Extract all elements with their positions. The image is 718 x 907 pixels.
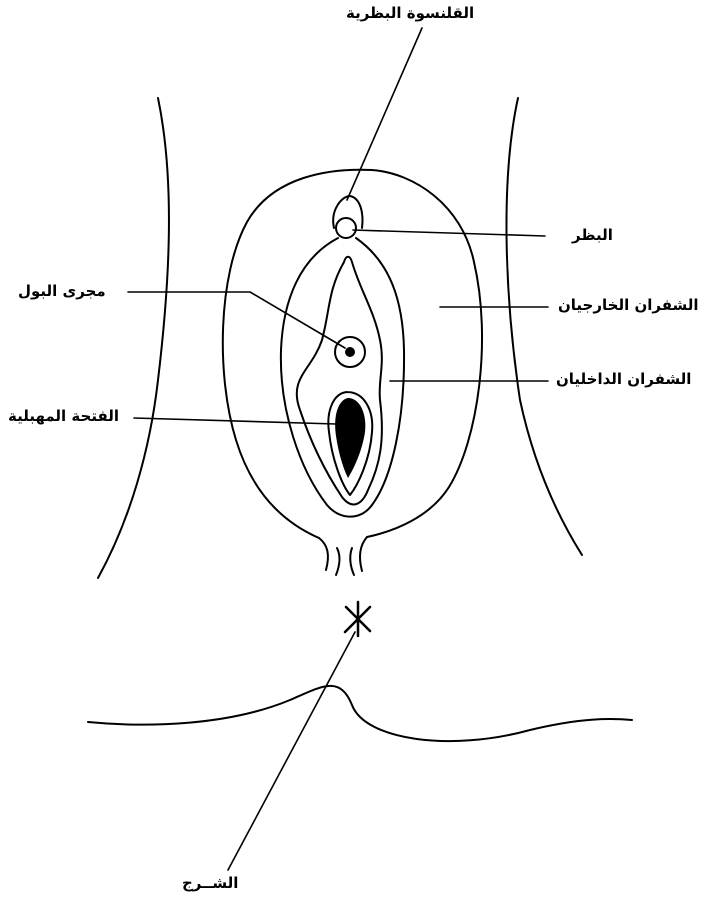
lower-fold-left-inner [336,548,340,575]
vaginal-opening-fill [335,398,365,478]
label-clitoris: البظر [572,228,613,243]
urethral-opening-leader [128,292,345,348]
anus-symbol [345,602,370,636]
label-clitoral-hood: القلنسوة البظرية [346,6,474,21]
labia-minora-inner [297,257,382,505]
anus-leader [228,632,355,870]
label-vaginal-opening: الفتحة المهبلية [8,409,119,424]
lower-fold-right-inner [350,548,354,575]
buttocks-line [88,686,632,741]
vaginal-opening-leader [134,418,336,424]
label-anus: الشــرج [182,876,238,891]
label-labia-majora: الشفران الخارجيان [558,298,699,313]
left-thigh-line [98,98,169,578]
labia-minora-outer [281,238,404,517]
clitoris-leader [353,230,545,236]
clitoral-hood-leader [347,28,422,200]
label-labia-minora: الشفران الداخليان [556,372,691,387]
label-urethral-opening: مجرى البول [18,284,106,299]
lower-fold-left [319,538,328,570]
right-thigh-line [506,98,582,555]
lower-fold-right [360,537,367,571]
clitoris-shape [336,218,356,238]
urethral-opening-dot [345,347,355,357]
